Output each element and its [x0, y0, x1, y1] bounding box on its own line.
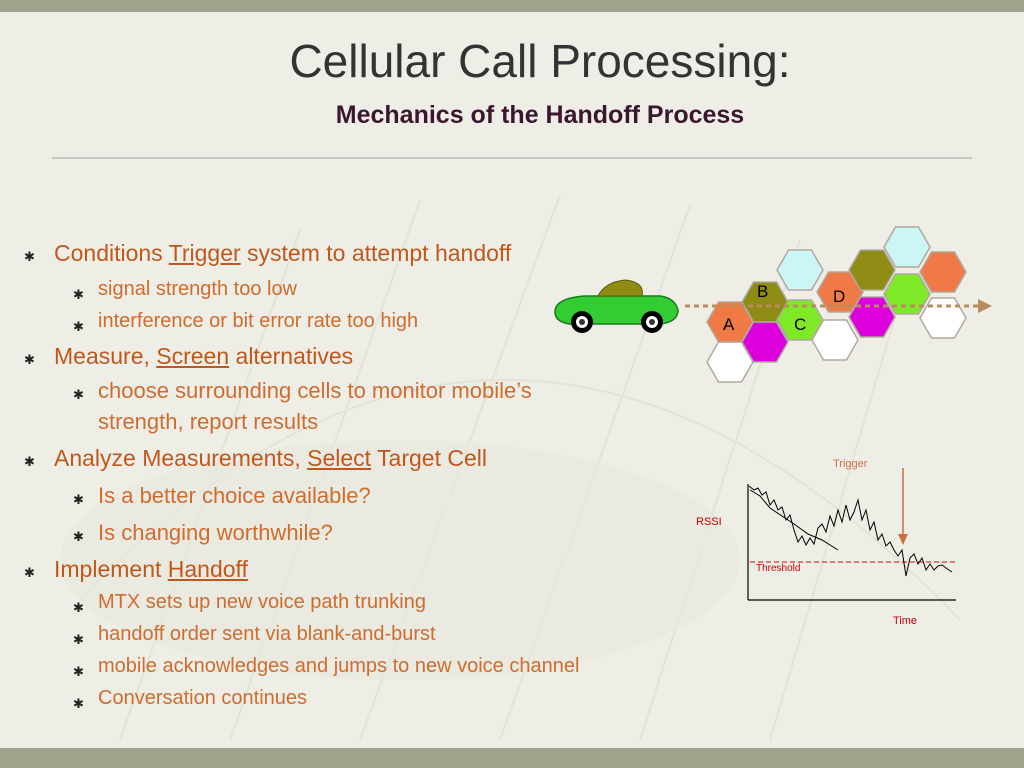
bullet-marker-icon: ✱ [24, 352, 35, 367]
slide-title: Cellular Call Processing: [289, 35, 791, 87]
bullet-keyword: Trigger [168, 240, 241, 266]
cell-label-a: A [723, 315, 735, 334]
bullet-text: Is changing worthwhile? [98, 520, 333, 545]
rssi-signal-trace [748, 485, 953, 577]
bullet-text: choose surrounding cells to monitor mobi… [98, 378, 532, 403]
bullet-text-part: Implement [54, 556, 168, 582]
trigger-label: Trigger [833, 458, 868, 470]
bullet-text: Analyze Measurements, Select Target Cell [54, 445, 487, 472]
bullet-text-part: Measure, [54, 343, 157, 369]
bullet-keyword: Screen [156, 343, 230, 369]
bullet-text: signal strength too low [98, 278, 298, 300]
bullet-text: interference or bit error rate too high [98, 310, 419, 332]
bullet-marker-icon: ✱ [73, 319, 84, 334]
arrow-head-icon [978, 299, 992, 313]
bullet-marker-icon: ✱ [73, 632, 84, 647]
bullet-marker-icon: ✱ [73, 696, 84, 711]
bullet-keyword: Select [307, 445, 372, 471]
bullet-text-part: system to attempt handoff [240, 240, 512, 266]
bullet-marker-icon: ✱ [73, 600, 84, 615]
cell-hex [919, 297, 967, 339]
cell-label-c: C [794, 315, 806, 334]
bullet-marker-icon: ✱ [24, 249, 35, 264]
rssi-chart: Trigger RSSI Time Threshold [696, 458, 956, 627]
bullet-text: MTX sets up new voice path trunking [98, 591, 426, 613]
cell-hex [883, 273, 931, 315]
cell-hex [776, 249, 824, 291]
trigger-arrow-head-icon [898, 534, 908, 545]
bullet-marker-icon: ✱ [73, 492, 84, 507]
car-icon [554, 279, 679, 333]
bullet-marker-icon: ✱ [24, 565, 35, 580]
rssi-trend-line [749, 489, 839, 551]
bottom-border-bar [0, 748, 1024, 768]
x-axis-label: Time [893, 615, 917, 627]
bullet-text: Implement Handoff [54, 556, 248, 583]
cell-handoff-diagram: A B C D [554, 226, 992, 383]
bullet-text: Conversation continues [98, 687, 308, 709]
title-divider [52, 157, 972, 159]
bullet-text: Conditions Trigger system to attempt han… [54, 240, 511, 267]
bullet-marker-icon: ✱ [24, 454, 35, 469]
bullet-keyword: Handoff [167, 556, 248, 582]
bullet-text-part: Analyze Measurements, [54, 445, 308, 471]
bullet-text: Measure, Screen alternatives [54, 343, 353, 370]
cell-label-d: D [833, 287, 845, 306]
bullet-marker-icon: ✱ [73, 664, 84, 679]
bullet-text: strength, report results [98, 409, 319, 434]
bullet-marker-icon: ✱ [73, 287, 84, 302]
bullet-marker-icon: ✱ [73, 529, 84, 544]
y-axis-label: RSSI [696, 516, 722, 528]
bullet-marker-icon: ✱ [73, 387, 84, 402]
slide-subtitle: Mechanics of the Handoff Process [335, 101, 745, 129]
cell-hex [919, 251, 967, 293]
cell-hex [883, 226, 931, 268]
bullet-text: mobile acknowledges and jumps to new voi… [98, 655, 580, 677]
bullet-text: handoff order sent via blank-and-burst [98, 623, 436, 645]
bullet-text-part: Conditions [54, 240, 169, 266]
cell-label-b: B [757, 282, 768, 301]
bullet-text: Is a better choice available? [98, 483, 371, 508]
threshold-label: Threshold [756, 563, 800, 574]
bullet-text-part: Target Cell [371, 445, 487, 471]
top-border-bar [0, 0, 1024, 12]
bullet-text-part: alternatives [229, 343, 354, 369]
